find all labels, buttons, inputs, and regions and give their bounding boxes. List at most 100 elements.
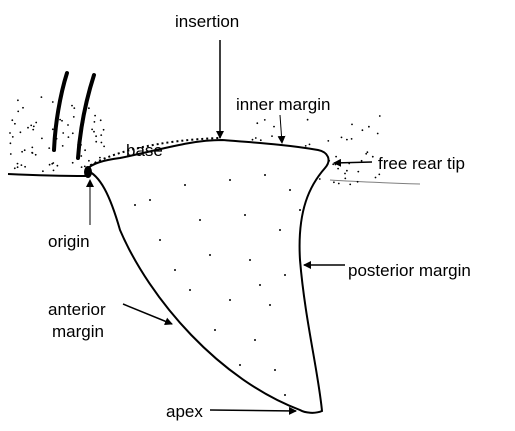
insertion-label: insertion	[175, 12, 239, 31]
stipple-dot	[344, 178, 346, 180]
stipple-dot	[72, 132, 74, 134]
stipple-dot	[255, 137, 257, 139]
apex-label: apex	[166, 402, 203, 421]
stipple-dot	[100, 119, 102, 121]
stipple-dot	[57, 165, 59, 167]
stipple-dot	[100, 134, 102, 136]
stipple-dot	[375, 177, 377, 179]
stipple-dot	[73, 107, 75, 109]
stipple-dot	[17, 166, 19, 168]
anterior-margin-leader	[123, 304, 172, 324]
stipple-dot	[368, 126, 370, 128]
fin-dot	[214, 329, 216, 331]
stipple-dot	[346, 139, 348, 141]
stipple-dot	[14, 123, 16, 125]
stipple-dot	[42, 170, 44, 172]
stipple-dot	[361, 160, 363, 162]
stipple-dot	[307, 119, 309, 121]
stipple-dot	[30, 125, 32, 127]
stipple-dot	[372, 156, 374, 158]
fin-dot	[239, 364, 241, 366]
stipple-dot	[62, 145, 64, 147]
fin-dot	[149, 199, 151, 201]
origin-label: origin	[48, 232, 90, 251]
stipple-dot	[68, 136, 70, 138]
stipple-dot	[9, 132, 11, 134]
stipple-dot	[309, 144, 311, 146]
fin-dot	[254, 339, 256, 341]
stipple-dot	[35, 154, 37, 156]
stipple-dot	[35, 122, 37, 124]
stipple-dot	[80, 155, 82, 157]
stipple-dot	[341, 137, 343, 139]
stipple-dot	[51, 163, 53, 165]
stipple-dot	[95, 135, 97, 137]
stipple-dot	[333, 181, 335, 183]
stipple-dot	[21, 151, 23, 153]
stipple-dot	[21, 164, 23, 166]
stipple-dot	[17, 99, 19, 101]
stipple-dot	[31, 147, 33, 149]
fin-dot	[229, 299, 231, 301]
stipple-dot	[27, 127, 29, 129]
fin-dot	[289, 189, 291, 191]
posterior-margin-label: posterior margin	[348, 261, 471, 280]
stipple-dot	[103, 129, 105, 131]
free-rear-tip-label: free rear tip	[378, 154, 465, 173]
stipple-dot	[362, 129, 364, 131]
stipple-dot	[48, 147, 50, 149]
stipple-dot	[351, 124, 353, 126]
fin-dot	[174, 269, 176, 271]
stipple-dot	[332, 163, 334, 165]
stipple-dot	[10, 153, 12, 155]
fin-dot	[199, 219, 201, 221]
stipple-dot	[20, 131, 22, 133]
stipple-dot	[94, 115, 96, 117]
stipple-dot	[273, 126, 275, 128]
stipple-dot	[335, 156, 337, 158]
fin-dot	[229, 179, 231, 181]
fin-dot	[134, 204, 136, 206]
stipple-dot	[357, 171, 359, 173]
stipple-dot	[88, 107, 90, 109]
anterior-margin-label-line2: margin	[52, 322, 104, 341]
stipple-dot	[349, 184, 351, 186]
stipple-dot	[378, 174, 380, 176]
fin-dot	[274, 369, 276, 371]
free-rear-tip-leader	[334, 162, 372, 163]
stipple-dot	[93, 131, 95, 133]
fin-dot	[209, 254, 211, 256]
stipple-dot	[379, 115, 381, 117]
stipple-dot	[271, 135, 273, 137]
stipple-dot	[41, 96, 43, 98]
stipple-dot	[103, 146, 105, 148]
stipple-dot	[53, 170, 55, 172]
stipple-dot	[337, 168, 339, 170]
gill-slit-1	[54, 73, 67, 150]
gill-slit-2	[78, 75, 94, 158]
stipple-dot	[14, 167, 16, 169]
stipple-dot	[61, 120, 63, 122]
apex-leader	[210, 410, 296, 411]
stipple-dot	[22, 107, 24, 109]
stipple-dot	[91, 129, 93, 131]
fin-dot	[284, 394, 286, 396]
fin-dot	[159, 239, 161, 241]
stipple-dot	[305, 145, 307, 147]
body-surface-line-right	[330, 180, 420, 184]
stipple-dot	[88, 160, 90, 162]
stipple-dot	[62, 132, 64, 134]
stipple-dot	[32, 129, 34, 131]
stipple-dot	[94, 121, 96, 123]
stipple-dot	[33, 126, 35, 128]
stipple-dot	[377, 133, 379, 135]
fin-dot	[249, 259, 251, 261]
stipple-dot	[367, 151, 369, 153]
stipple-dot	[67, 124, 69, 126]
stipple-dot	[260, 139, 262, 141]
stipple-dot	[95, 141, 97, 143]
stipple-dot	[335, 164, 337, 166]
stipple-dot	[59, 119, 61, 121]
stipple-dot	[365, 153, 367, 155]
